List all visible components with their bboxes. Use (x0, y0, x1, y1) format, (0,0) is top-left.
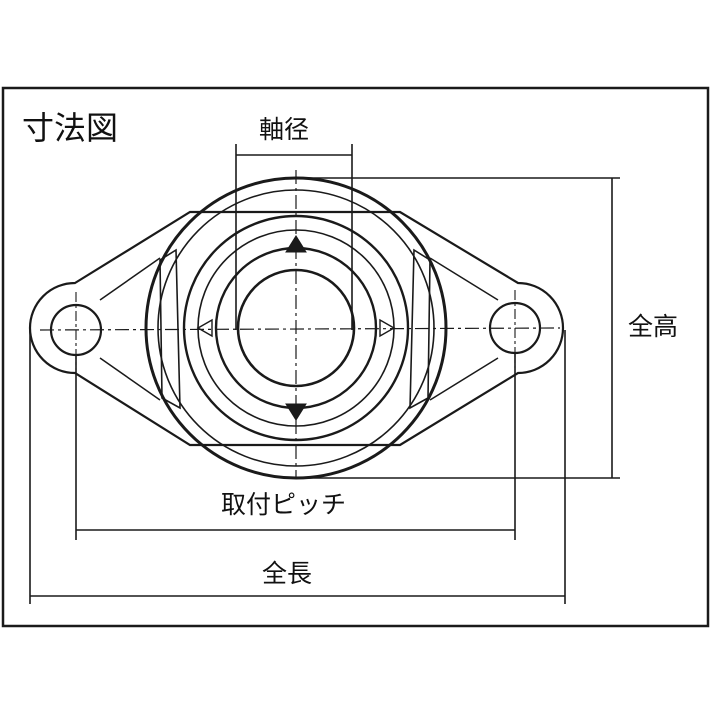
label-total-length: 全長 (262, 559, 313, 588)
bearing-unit-drawing (28, 170, 565, 480)
housing-lug-left (159, 248, 181, 410)
housing-lug-right (409, 248, 431, 410)
label-total-height: 全高 (628, 312, 679, 341)
centerline-horizontal (39, 327, 561, 331)
label-mounting-pitch: 取付ピッチ (221, 490, 347, 519)
setscrew-right (379, 318, 396, 338)
flange-facet-upper (99, 257, 499, 301)
drawing-border (1, 86, 710, 628)
label-shaft-diameter: 軸径 (259, 115, 310, 144)
drawing-title: 寸法図 (22, 109, 119, 147)
dimension-lines (29, 144, 620, 604)
setscrew-left (196, 318, 213, 338)
flange-outline (28, 210, 565, 447)
flange-facet-lower (99, 357, 499, 401)
